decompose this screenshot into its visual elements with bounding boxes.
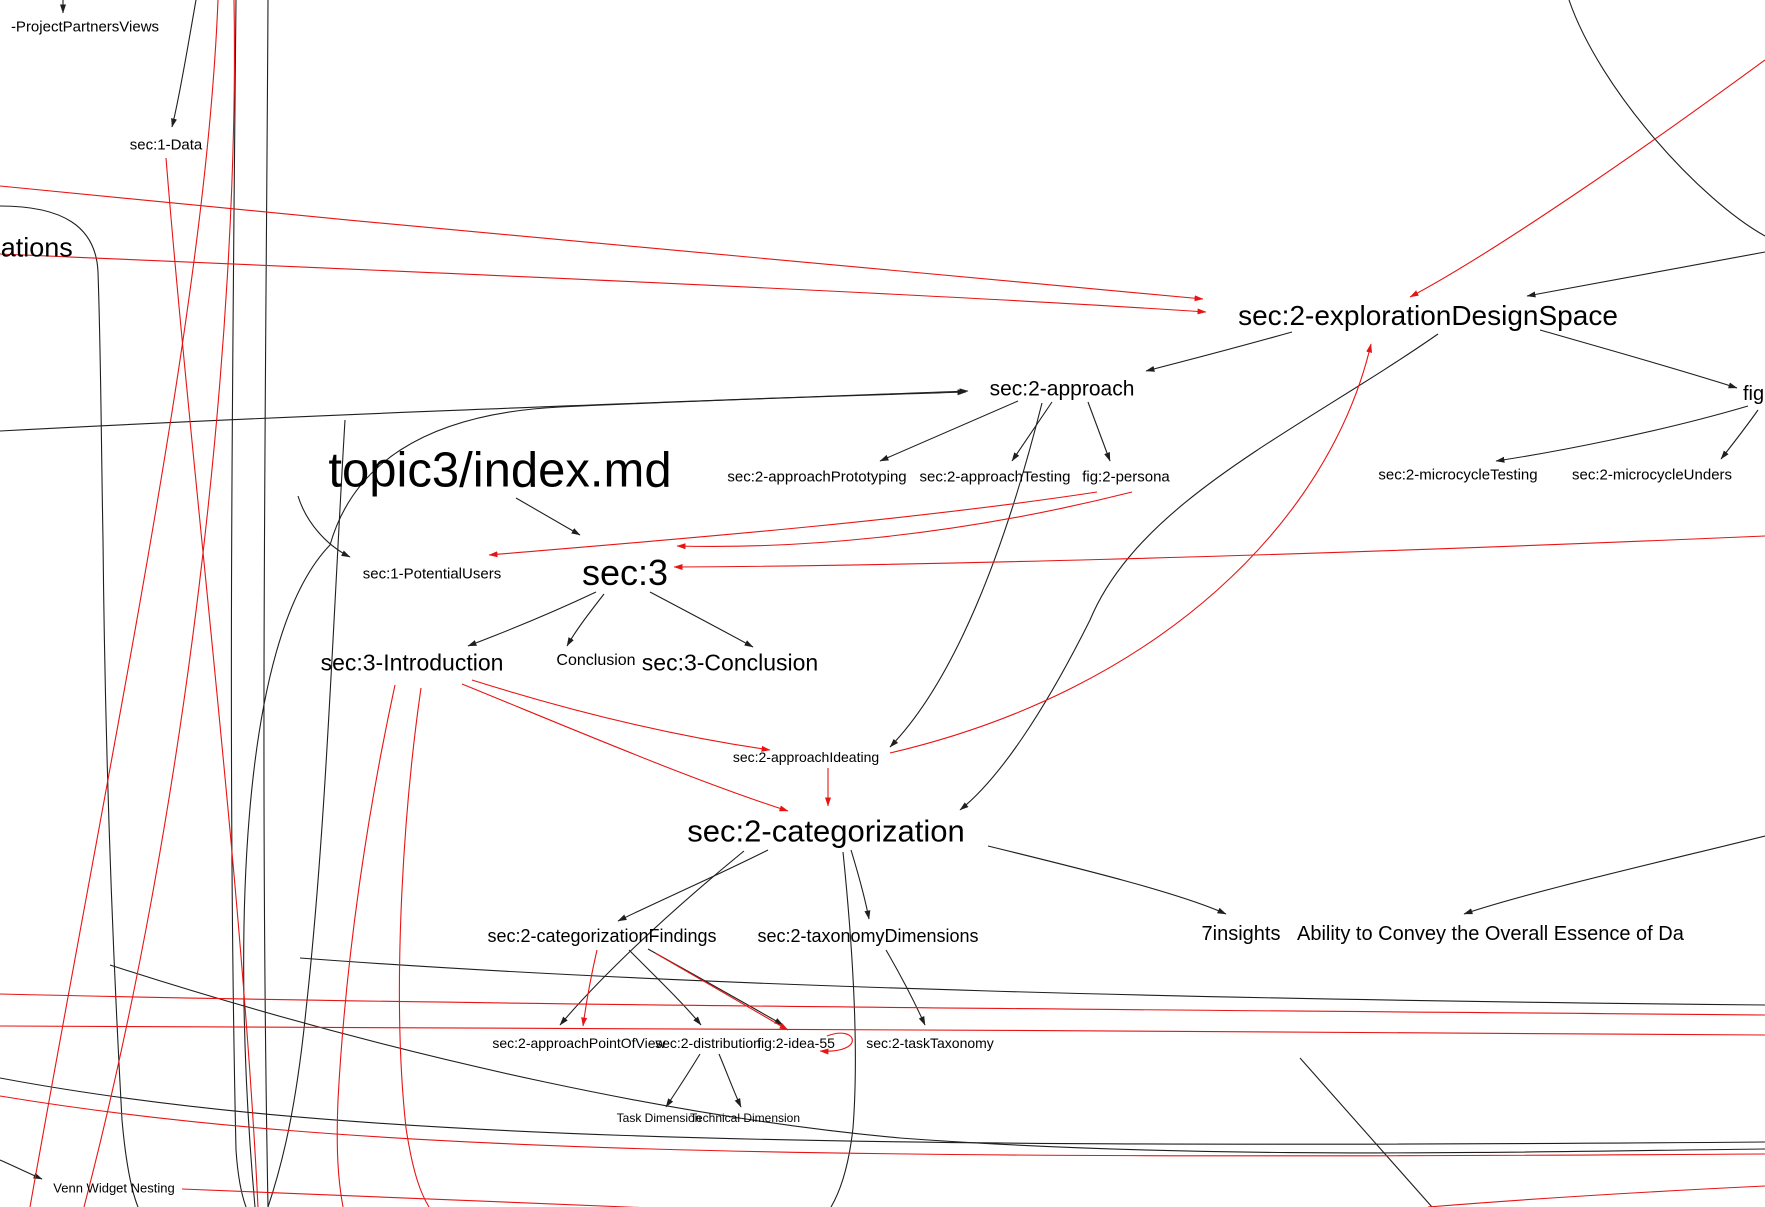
- edge-offscreen-top-right-to-sec2-exploration-design-space: [1409, 59, 1765, 298]
- graph-node-seven-insights[interactable]: 7insights: [1201, 923, 1281, 945]
- edge-sec2-categorization-findings-to-fig2-idea-55: [654, 952, 789, 1031]
- edge-offscreen-right-to-offscreen-bottom: [1299, 1057, 1433, 1207]
- edge-sec2-categorization-findings-to-sec2-approach-point-of-view: [581, 949, 598, 1027]
- edge-sec2-categorization-to-sec2-approach-point-of-view: [559, 850, 745, 1026]
- graph-node-topic3-index[interactable]: topic3/index.md: [328, 443, 672, 498]
- edge-sec1-data-to-offscreen-bottom: [165, 157, 259, 1207]
- graph-node-sec2-categorization-findings[interactable]: sec:2-categorizationFindings: [487, 926, 717, 946]
- edge-sec3-to-sec3-introduction: [467, 591, 597, 647]
- graph-node-task-dimension[interactable]: Task Dimension: [616, 1111, 702, 1125]
- edge-fig2-idea-55-to-fig2-idea-55: [819, 1032, 853, 1055]
- edge-offscreen-left-to-sec2-exploration-design-space: [0, 185, 1204, 302]
- graph-node-fig2-idea-55[interactable]: fig:2-idea-55: [757, 1035, 835, 1051]
- edge-offscreen-right-to-sec3: [673, 535, 1765, 570]
- edge-offscreen-right-to-sec2-exploration-design-space: [1526, 251, 1765, 298]
- graph-node-venn-widget-nesting[interactable]: Venn Widget Nesting: [53, 1180, 175, 1196]
- edge-offscreen-bottom-to-offscreen-right: [1427, 1185, 1765, 1207]
- graph-node-sec3[interactable]: sec:3: [581, 552, 669, 593]
- graph-node-project-partners-views[interactable]: -ProjectPartnersViews: [10, 18, 160, 36]
- edge-sec2-exploration-design-space-to-sec2-categorization: [959, 333, 1439, 811]
- graph-node-ability-phrase[interactable]: Ability to Convey the Overall Essence of…: [1297, 923, 1684, 945]
- graph-node-sec3-conclusion[interactable]: sec:3-Conclusion: [641, 649, 819, 676]
- edge-sec3-introduction-to-offscreen-bottom: [336, 684, 396, 1207]
- edge-sec2-categorization-to-offscreen-bottom: [830, 851, 856, 1207]
- graph-node-sec1-potential-users[interactable]: sec:1-PotentialUsers: [362, 565, 502, 583]
- edge-offscreen-right-to-ability-phrase: [1463, 835, 1765, 915]
- graph-node-sec2-approach-testing[interactable]: sec:2-approachTesting: [919, 468, 1071, 486]
- graph-node-sec2-approach-prototyping[interactable]: sec:2-approachPrototyping: [727, 468, 907, 486]
- graph-node-sec3-introduction[interactable]: sec:3-Introduction: [320, 649, 504, 676]
- edge-offscreen-left-to-offscreen-right: [0, 1095, 1765, 1157]
- edge-fig-cut-to-sec2-microcycle-unders: [1720, 409, 1759, 460]
- edge-fig2-persona-to-sec1-potential-users: [488, 491, 1098, 558]
- graph-node-conclusion[interactable]: Conclusion: [556, 652, 636, 669]
- edge-sec2-approach-to-sec2-approach-testing: [1011, 401, 1053, 462]
- edge-offscreen-left-to-offscreen-right: [0, 993, 1765, 1016]
- graph-node-technical-dimension[interactable]: Technical Dimension: [689, 1111, 801, 1125]
- edge-sec2-approach-to-sec2-approach-prototyping: [879, 400, 1019, 462]
- edge-offscreen-top-to-offscreen-bottom: [83, 0, 235, 1207]
- graph-node-fig2-persona[interactable]: fig:2-persona: [1082, 468, 1170, 486]
- edge-venn-widget-nesting-to-offscreen-bottom: [181, 1188, 626, 1207]
- edge-sec2-exploration-design-space-to-fig-cut: [1539, 329, 1738, 389]
- graph-node-sec2-approach[interactable]: sec:2-approach: [989, 377, 1135, 401]
- edge-sec3-to-conclusion: [566, 593, 605, 647]
- edge-sec2-categorization-to-sec2-categorization-findings: [617, 849, 769, 922]
- graph-node-sec1-data[interactable]: sec:1-Data: [129, 136, 203, 154]
- edge-offscreen-left-to-offscreen-right: [299, 957, 1765, 1006]
- edge-fig-cut-to-sec2-microcycle-testing: [1495, 405, 1749, 463]
- edge-sec2-distribution-to-technical-dimension: [718, 1053, 742, 1108]
- graph-node-sec2-microcycle-unders[interactable]: sec:2-microcycleUnders: [1572, 466, 1733, 484]
- edge-sec3-introduction-to-sec2-approach-ideating: [471, 679, 771, 752]
- edge-sec3-introduction-to-offscreen-bottom: [398, 687, 430, 1207]
- graph-node-sec2-taxonomy-dimensions[interactable]: sec:2-taxonomyDimensions: [757, 926, 979, 946]
- edge-sec2-approach-to-sec2-approach-ideating: [889, 402, 1043, 748]
- edge-offscreen-left-to-offscreen-right: [109, 964, 1765, 1154]
- edge-sec2-exploration-design-space-to-sec2-approach: [1145, 331, 1293, 372]
- edge-offscreen-top-to-offscreen-bottom: [263, 0, 269, 1207]
- edge-offscreen-left-to-offscreen-right: [0, 1077, 1765, 1145]
- edge-offscreen-top-to-offscreen-bottom: [29, 0, 219, 1207]
- edge-sec2-distribution-to-task-dimension: [665, 1053, 701, 1108]
- edge-offscreen-left-to-venn-widget-nesting: [0, 1159, 43, 1180]
- edge-sec2-categorization-findings-to-sec2-distribution: [628, 949, 702, 1026]
- edge-fig2-persona-to-sec3: [676, 491, 1133, 550]
- edge-sec3-introduction-to-sec2-categorization: [461, 683, 789, 812]
- edge-offscreen-left-to-offscreen-right: [0, 1025, 1765, 1036]
- graph-node-fig-cut[interactable]: fig: [1743, 383, 1765, 405]
- edge-topic3-index-to-sec3: [515, 497, 581, 536]
- edge-sec3-to-sec3-conclusion: [649, 591, 754, 648]
- edge-offscreen-bottom-left-to-sec2-approach: [243, 389, 967, 1207]
- edge-sec2-categorization-to-seven-insights: [987, 845, 1227, 915]
- graph-node-sec2-distribution[interactable]: sec:2-distribution: [655, 1035, 761, 1051]
- graph-node-sec2-task-taxonomy[interactable]: sec:2-taskTaxonomy: [866, 1035, 994, 1051]
- edge-offscreen-left-to-offscreen-bottom: [0, 205, 139, 1207]
- edge-topic3-index-to-sec1-potential-users: [297, 495, 351, 558]
- graph-node-sec2-approach-point-of-view[interactable]: sec:2-approachPointOfView: [492, 1035, 666, 1051]
- graph-node-sec2-exploration-design-space[interactable]: sec:2-explorationDesignSpace: [1238, 300, 1618, 331]
- edge-sec2-categorization-to-sec2-taxonomy-dimensions: [850, 849, 871, 920]
- edge-offscreen-top-right-to-offscreen-right: [1568, 0, 1765, 237]
- graph-node-sec2-microcycle-testing[interactable]: sec:2-microcycleTesting: [1378, 466, 1538, 484]
- graph-node-sec2-categorization[interactable]: sec:2-categorization: [687, 813, 965, 849]
- edge-offscreen-left-to-sec2-exploration-design-space: [0, 253, 1207, 315]
- edge-sec2-approach-to-fig2-persona: [1087, 401, 1111, 462]
- edge-offscreen-top-to-offscreen-bottom: [230, 0, 247, 1207]
- graph-node-sec2-approach-ideating[interactable]: sec:2-approachIdeating: [732, 749, 880, 765]
- edge-offscreen-top-to-sec1-data: [171, 0, 197, 128]
- edge-topic3-index-to-offscreen-bottom: [267, 419, 346, 1207]
- edge-sec2-approach-ideating-to-sec2-exploration-design-space: [889, 343, 1372, 754]
